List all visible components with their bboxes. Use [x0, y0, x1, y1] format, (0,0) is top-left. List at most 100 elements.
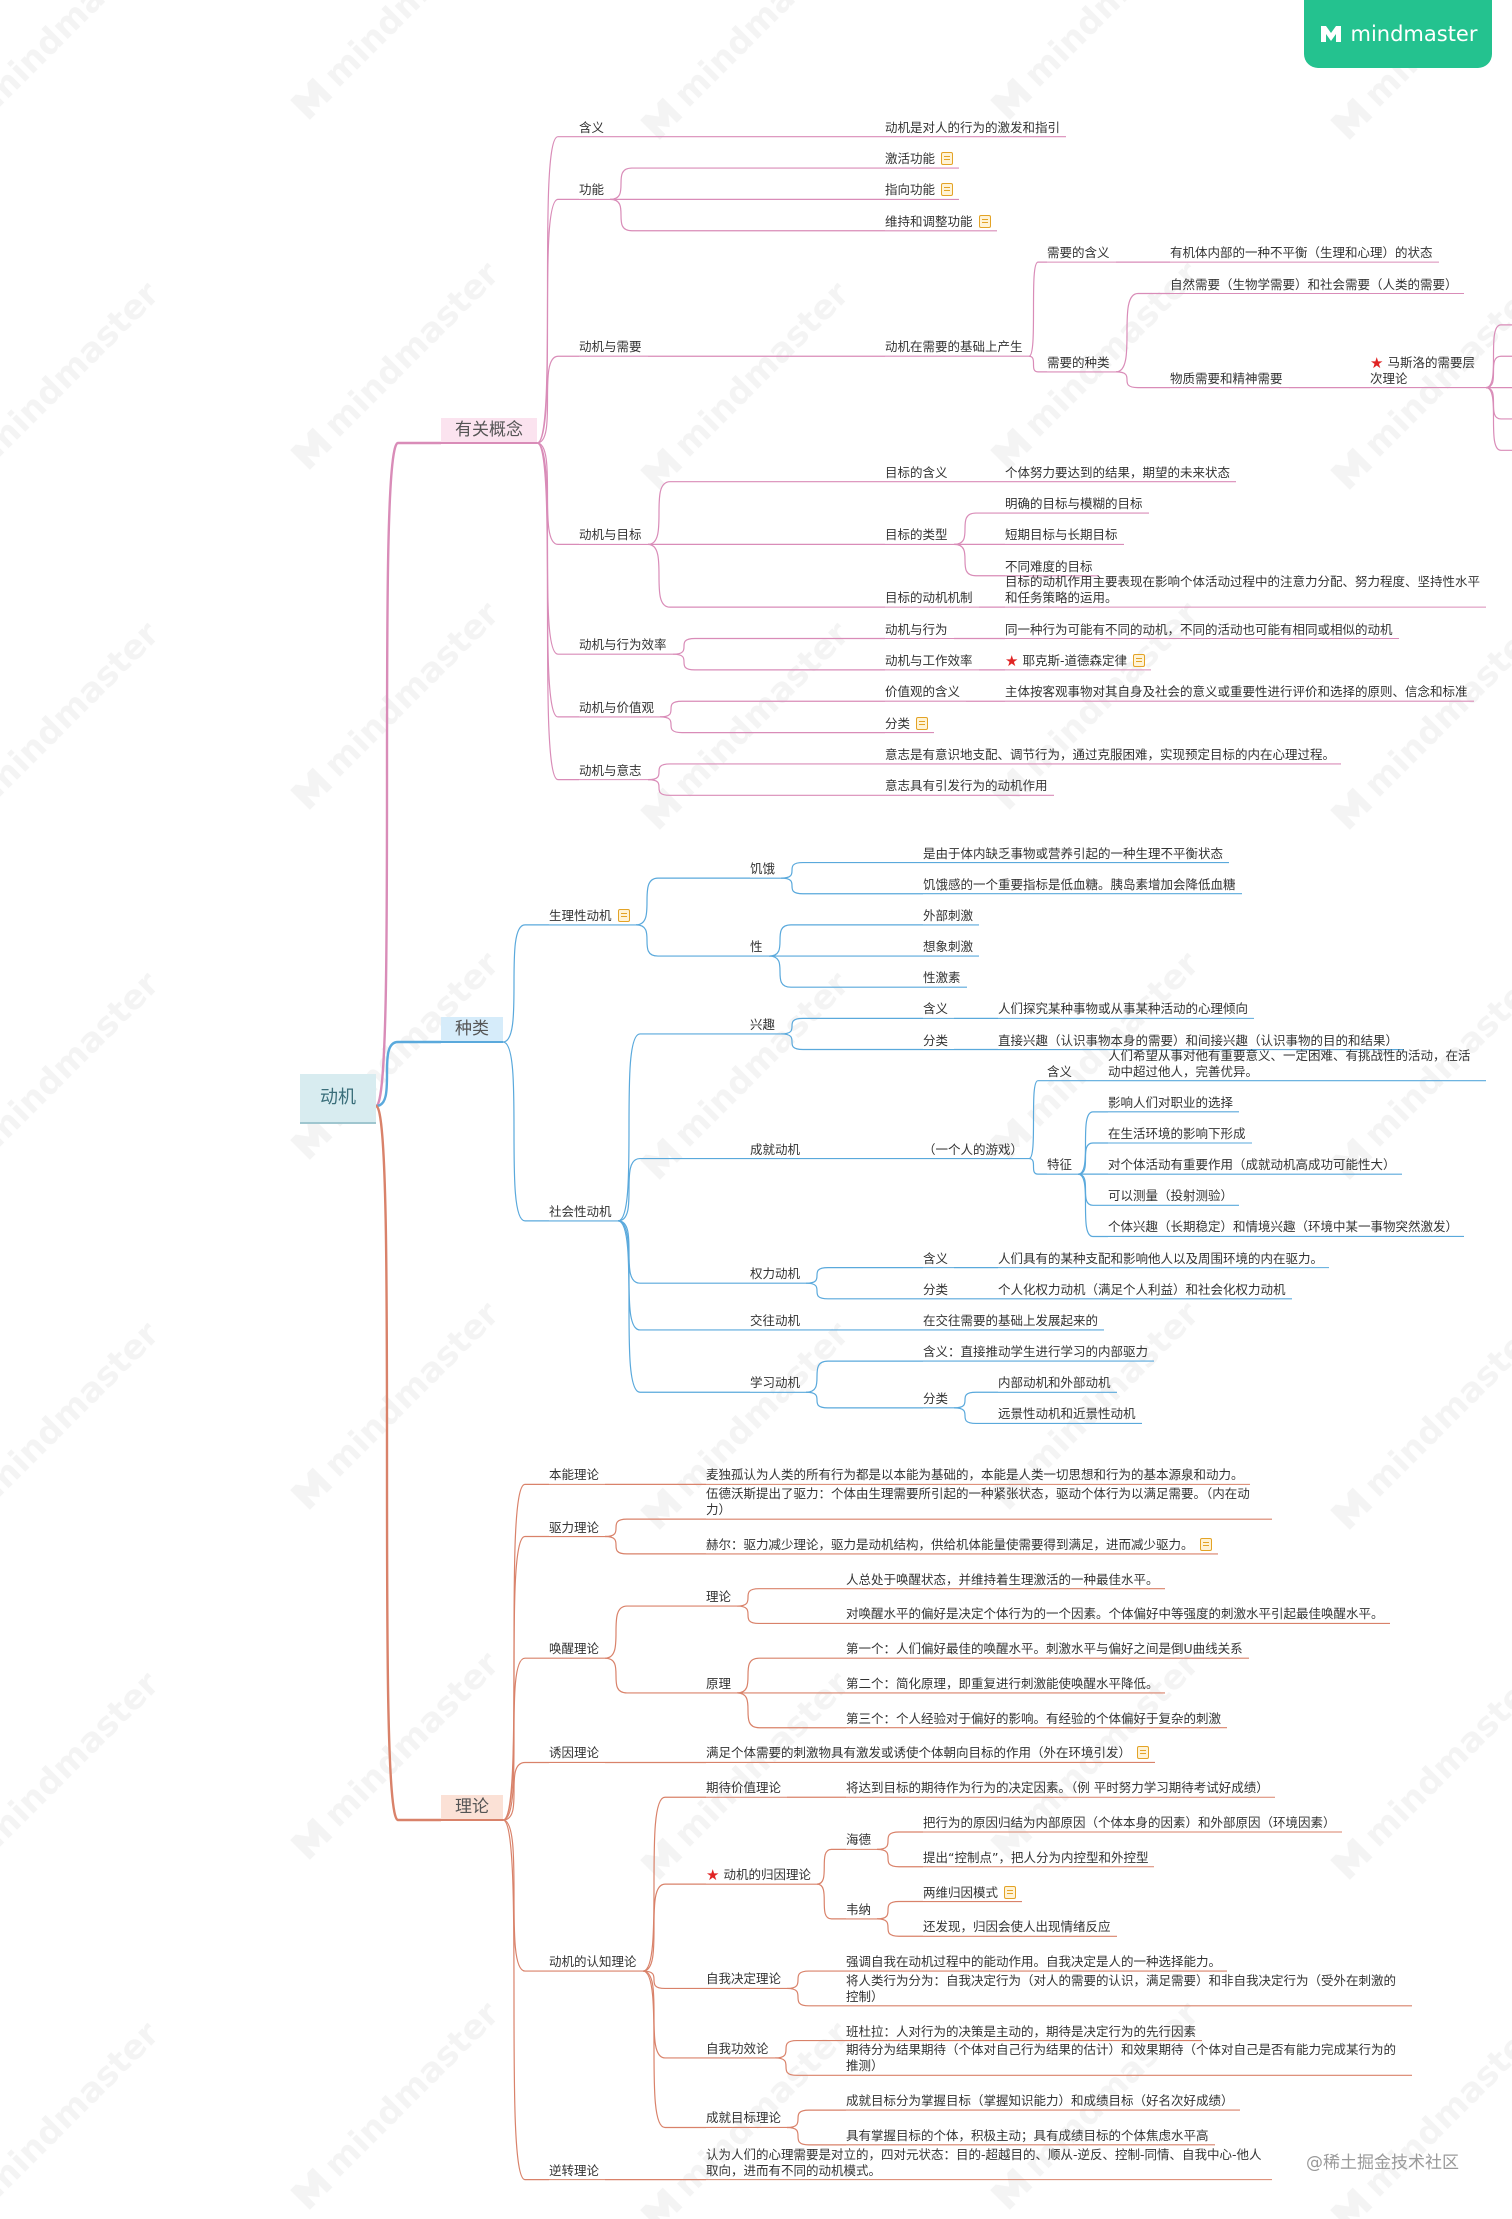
- subtopic-node[interactable]: 人们具有的某种支配和影响他人以及周围环境的内在驱力。: [998, 1251, 1323, 1267]
- subtopic-node[interactable]: 自我功效论: [706, 2041, 769, 2057]
- subtopic-node[interactable]: 动机是对人的行为的激发和指引: [885, 120, 1060, 136]
- root-node[interactable]: 动机: [300, 1074, 376, 1124]
- subtopic-node[interactable]: 对个体活动有重要作用（成就动机高成功可能性大）: [1108, 1157, 1396, 1173]
- note-icon[interactable]: [941, 183, 954, 197]
- topic-node[interactable]: 社会性动机: [549, 1204, 612, 1220]
- subtopic-node[interactable]: 具有掌握目标的个体，积极主动；具有成绩目标的个体焦虑水平高: [846, 2128, 1209, 2144]
- subtopic-node[interactable]: 主体按客观事物对其自身及社会的意义或重要性进行评价和选择的原则、信念和标准: [1005, 684, 1468, 700]
- subtopic-node[interactable]: ★马斯洛的需要层次理论: [1370, 355, 1480, 387]
- subtopic-node[interactable]: 性: [750, 939, 763, 955]
- branch-concept[interactable]: 有关概念: [441, 418, 537, 444]
- topic-node[interactable]: 动机与需要: [579, 339, 642, 355]
- subtopic-node[interactable]: 强调自我在动机过程中的能动作用。自我决定是人的一种选择能力。: [846, 1954, 1221, 1970]
- topic-node[interactable]: 逆转理论: [549, 2163, 599, 2179]
- subtopic-node[interactable]: 不同难度的目标: [1005, 559, 1093, 575]
- note-icon[interactable]: [916, 716, 929, 730]
- subtopic-node[interactable]: 饥饿: [750, 861, 775, 877]
- subtopic-node[interactable]: 在生活环境的影响下形成: [1108, 1126, 1246, 1142]
- subtopic-node[interactable]: 成就目标理论: [706, 2110, 781, 2126]
- subtopic-node[interactable]: 激活功能: [885, 151, 954, 167]
- subtopic-node[interactable]: 影响人们对职业的选择: [1108, 1095, 1233, 1111]
- subtopic-node[interactable]: 明确的目标与模糊的目标: [1005, 496, 1143, 512]
- topic-node[interactable]: 功能: [579, 182, 604, 198]
- subtopic-node[interactable]: 韦纳: [846, 1902, 871, 1918]
- subtopic-node[interactable]: 交往动机: [750, 1313, 800, 1329]
- note-icon[interactable]: [1137, 1746, 1150, 1760]
- subtopic-node[interactable]: 提出“控制点”，把人分为内控型和外控型: [923, 1850, 1148, 1866]
- subtopic-node[interactable]: 第三个：个人经验对于偏好的影响。有经验的个体偏好于复杂的刺激: [846, 1711, 1221, 1727]
- subtopic-node[interactable]: 分类: [923, 1033, 948, 1049]
- subtopic-node[interactable]: 含义：直接推动学生进行学习的内部驱力: [923, 1344, 1148, 1360]
- subtopic-node[interactable]: 内部动机和外部动机: [998, 1375, 1111, 1391]
- subtopic-node[interactable]: 自我决定理论: [706, 1971, 781, 1987]
- subtopic-node[interactable]: 短期目标与长期目标: [1005, 527, 1118, 543]
- subtopic-node[interactable]: 伍德沃斯提出了驱力：个体由生理需要所引起的一种紧张状态，驱动个体行为以满足需要。…: [706, 1486, 1266, 1518]
- subtopic-node[interactable]: 维持和调整功能: [885, 214, 991, 230]
- subtopic-node[interactable]: 麦独孤认为人类的所有行为都是以本能为基础的，本能是人类一切思想和行为的基本源泉和…: [706, 1467, 1244, 1483]
- note-icon[interactable]: [617, 908, 630, 922]
- subtopic-node[interactable]: 个体兴趣（长期稳定）和情境兴趣（环境中某一事物突然激发）: [1108, 1219, 1458, 1235]
- subtopic-node[interactable]: 需要的含义: [1047, 245, 1110, 261]
- subtopic-node[interactable]: 对唤醒水平的偏好是决定个体行为的一个因素。个体偏好中等强度的刺激水平引起最佳唤醒…: [846, 1606, 1384, 1622]
- subtopic-node[interactable]: 权力动机: [750, 1266, 800, 1282]
- topic-node[interactable]: 动机与价值观: [579, 700, 654, 716]
- note-icon[interactable]: [941, 152, 954, 166]
- topic-node[interactable]: 驱力理论: [549, 1520, 599, 1536]
- note-icon[interactable]: [1004, 1885, 1017, 1899]
- subtopic-node[interactable]: 意志具有引发行为的动机作用: [885, 778, 1048, 794]
- subtopic-node[interactable]: 价值观的含义: [885, 684, 960, 700]
- topic-node[interactable]: 含义: [579, 120, 604, 136]
- topic-node[interactable]: 生理性动机: [549, 908, 630, 924]
- branch-kind[interactable]: 种类: [441, 1017, 503, 1043]
- topic-node[interactable]: 动机与意志: [579, 763, 642, 779]
- subtopic-node[interactable]: 第一个：人们偏好最佳的唤醒水平。刺激水平与偏好之间是倒U曲线关系: [846, 1641, 1243, 1657]
- subtopic-node[interactable]: 满足个体需要的刺激物具有激发或诱使个体朝向目标的作用（外在环境引发）: [706, 1745, 1150, 1761]
- subtopic-node[interactable]: 性激素: [923, 970, 961, 986]
- subtopic-node[interactable]: 人们探究某种事物或从事某种活动的心理倾向: [998, 1001, 1248, 1017]
- subtopic-node[interactable]: 分类: [885, 716, 929, 732]
- subtopic-node[interactable]: 同一种行为可能有不同的动机，不同的活动也可能有相同或相似的动机: [1005, 622, 1393, 638]
- subtopic-node[interactable]: 成就目标分为掌握目标（掌握知识能力）和成绩目标（好名次好成绩）: [846, 2093, 1234, 2109]
- subtopic-node[interactable]: 想象刺激: [923, 939, 973, 955]
- subtopic-node[interactable]: 分类: [923, 1282, 948, 1298]
- subtopic-node[interactable]: 是由于体内缺乏事物或营养引起的一种生理不平衡状态: [923, 846, 1223, 862]
- mindmaster-badge[interactable]: mindmaster: [1304, 0, 1492, 68]
- branch-theory[interactable]: 理论: [441, 1795, 503, 1821]
- subtopic-node[interactable]: 目标的类型: [885, 527, 948, 543]
- topic-node[interactable]: 动机与行为效率: [579, 637, 667, 653]
- subtopic-node[interactable]: 意志是有意识地支配、调节行为，通过克服困难，实现预定目标的内在心理过程。: [885, 747, 1335, 763]
- subtopic-node[interactable]: 兴趣: [750, 1017, 775, 1033]
- subtopic-node[interactable]: 动机在需要的基础上产生: [885, 339, 1023, 355]
- note-icon[interactable]: [1132, 653, 1145, 667]
- subtopic-node[interactable]: 赫尔：驱力减少理论，驱力是动机结构，供给机体能量使需要得到满足，进而减少驱力。: [706, 1537, 1212, 1553]
- subtopic-node[interactable]: ★耶克斯-道德森定律: [1005, 653, 1145, 669]
- subtopic-node[interactable]: 特征: [1047, 1157, 1072, 1173]
- topic-node[interactable]: 本能理论: [549, 1467, 599, 1483]
- subtopic-node[interactable]: 学习动机: [750, 1375, 800, 1391]
- subtopic-node[interactable]: 含义: [923, 1251, 948, 1267]
- topic-node[interactable]: 动机与目标: [579, 527, 642, 543]
- subtopic-node[interactable]: 物质需要和精神需要: [1170, 371, 1283, 387]
- subtopic-node[interactable]: 含义: [923, 1001, 948, 1017]
- subtopic-node[interactable]: 个人化权力动机（满足个人利益）和社会化权力动机: [998, 1282, 1286, 1298]
- subtopic-node[interactable]: 两维归因模式: [923, 1885, 1017, 1901]
- topic-node[interactable]: 动机的认知理论: [549, 1954, 637, 1970]
- subtopic-node[interactable]: 第二个：简化原理，即重复进行刺激能使唤醒水平降低。: [846, 1676, 1159, 1692]
- subtopic-node[interactable]: 原理: [706, 1676, 731, 1692]
- subtopic-node[interactable]: 在交往需要的基础上发展起来的: [923, 1313, 1098, 1329]
- subtopic-node[interactable]: 目标的含义: [885, 465, 948, 481]
- topic-node[interactable]: 诱因理论: [549, 1745, 599, 1761]
- subtopic-node[interactable]: 自然需要（生物学需要）和社会需要（人类的需要）: [1170, 277, 1458, 293]
- subtopic-node[interactable]: 指向功能: [885, 182, 954, 198]
- subtopic-node[interactable]: 认为人们的心理需要是对立的，四对元状态：目的-超越目的、顺从-逆反、控制-同情、…: [706, 2147, 1266, 2179]
- subtopic-node[interactable]: 远景性动机和近景性动机: [998, 1406, 1136, 1422]
- subtopic-node[interactable]: 外部刺激: [923, 908, 973, 924]
- subtopic-node[interactable]: 海德: [846, 1832, 871, 1848]
- subtopic-node[interactable]: ★动机的归因理论: [706, 1867, 811, 1883]
- subtopic-node[interactable]: 将人类行为分为：自我决定行为（对人的需要的认识，满足需要）和非自我决定行为（受外…: [846, 1973, 1406, 2005]
- subtopic-node[interactable]: 动机与行为: [885, 622, 948, 638]
- subtopic-node[interactable]: 理论: [706, 1589, 731, 1605]
- subtopic-node[interactable]: 分类: [923, 1391, 948, 1407]
- subtopic-node[interactable]: 还发现，归因会使人出现情绪反应: [923, 1919, 1111, 1935]
- subtopic-node[interactable]: 含义: [1047, 1064, 1072, 1080]
